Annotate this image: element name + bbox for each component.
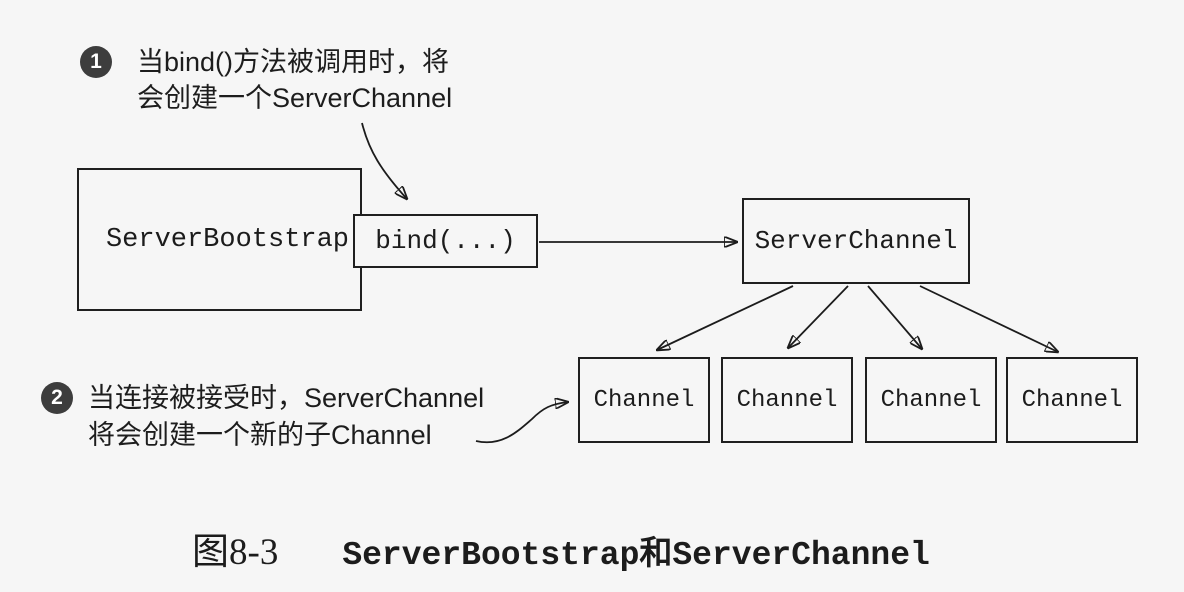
figure-title: ServerBootstrap和ServerChannel — [342, 537, 930, 574]
serverchannel-to-channel4-arrow — [919, 285, 1058, 352]
bind-method-box: bind(...) — [353, 214, 538, 268]
figure-caption: 图8-3 ServerBootstrap和ServerChannel — [192, 521, 930, 575]
channel-label-4: Channel — [1021, 386, 1123, 414]
bind-method-label: bind(...) — [375, 226, 516, 256]
server-bootstrap-label: ServerBootstrap — [105, 224, 350, 255]
step-1-badge: 1 — [80, 46, 112, 78]
step-2-number: 2 — [51, 386, 63, 409]
server-channel-label: ServerChannel — [754, 226, 958, 256]
step1-curved-arrow — [361, 122, 407, 199]
channel-box-2: Channel — [721, 357, 853, 443]
serverchannel-to-channel2-arrow — [788, 285, 849, 348]
annotation-step-2-line-2: 将会创建一个新的子Channel — [88, 420, 432, 450]
server-channel-box: ServerChannel — [742, 198, 970, 284]
annotation-step-2-line-1: 当连接被接受时，ServerChannel — [88, 383, 485, 413]
channel-label-3: Channel — [880, 386, 982, 414]
step-2-badge: 2 — [41, 382, 73, 414]
channel-box-3: Channel — [865, 357, 997, 443]
annotation-step-1: 当bind()方法被调用时，将 会创建一个ServerChannel — [137, 44, 452, 116]
channel-box-4: Channel — [1006, 357, 1138, 443]
figure-number: 图8-3 — [192, 532, 279, 573]
channel-box-1: Channel — [578, 357, 710, 443]
channel-label-2: Channel — [736, 386, 838, 414]
step-1-number: 1 — [90, 50, 102, 73]
step2-curved-arrow — [475, 402, 568, 444]
annotation-step-2: 当连接被接受时，ServerChannel 将会创建一个新的子Channel — [88, 380, 484, 454]
serverchannel-to-channel3-arrow — [867, 285, 922, 349]
channel-label-1: Channel — [593, 386, 695, 414]
annotation-step-1-line-2: 会创建一个ServerChannel — [137, 83, 453, 113]
annotation-step-1-line-1: 当bind()方法被调用时，将 — [137, 47, 450, 77]
server-bootstrap-box: ServerBootstrap — [77, 168, 362, 311]
serverchannel-to-channel1-arrow — [657, 285, 794, 350]
